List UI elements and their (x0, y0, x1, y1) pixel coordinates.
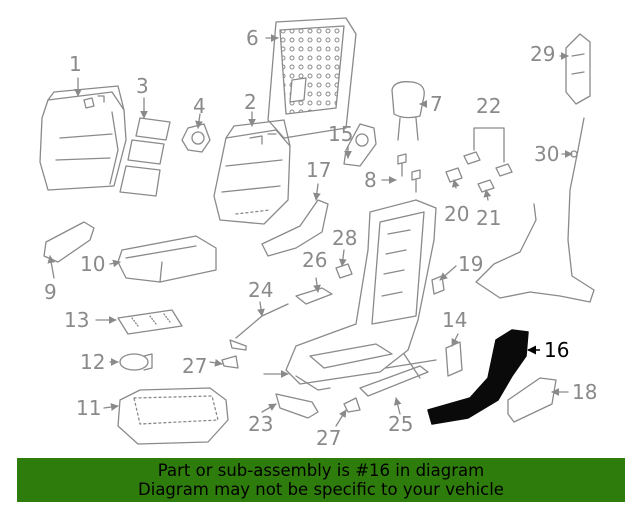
part-11-cushion-cover (117, 387, 229, 445)
callout-4: 4 (193, 94, 206, 118)
callout-1: 1 (69, 52, 82, 76)
callout-22: 22 (476, 94, 502, 118)
part-19-clip (431, 275, 445, 295)
part-25-rail (359, 365, 429, 397)
callout-27-bottom: 27 (316, 426, 342, 450)
seat-exploded-diagram (39, 17, 595, 445)
callout-20: 20 (444, 202, 470, 226)
part-26-clip (295, 287, 333, 305)
part-12-motor (119, 353, 153, 371)
part-17-shield (261, 199, 329, 257)
callout-24: 24 (248, 278, 274, 302)
part-2-seat-back-cover (213, 119, 291, 225)
part-9-trim (43, 221, 95, 263)
callout-15: 15 (328, 122, 354, 146)
part-24-cable (229, 303, 289, 351)
callout-10: 10 (80, 252, 106, 276)
part-23-bracket (275, 393, 319, 419)
part-29-bracket (565, 33, 591, 105)
part-22-clips (463, 127, 513, 177)
part-1-seat-back-cover (39, 85, 127, 191)
banner-line-1: Part or sub-assembly is #16 in diagram (157, 461, 485, 480)
callout-28: 28 (332, 226, 358, 250)
callout-18: 18 (572, 380, 598, 404)
callout-11: 11 (76, 396, 102, 420)
part-27-fastener-a (221, 355, 239, 369)
callout-6: 6 (246, 26, 259, 50)
callout-23: 23 (248, 412, 274, 436)
part-3-pads (119, 117, 171, 197)
callout-7: 7 (430, 92, 443, 116)
callout-12: 12 (80, 350, 106, 374)
callout-2a: 3 (136, 74, 149, 98)
part-21-clip (477, 179, 495, 193)
part-8-guides (397, 153, 421, 193)
callout-14: 14 (442, 308, 468, 332)
callout-19: 19 (458, 252, 484, 276)
callout-16: 16 (544, 338, 570, 362)
callout-13: 13 (64, 308, 90, 332)
callout-30: 30 (534, 142, 560, 166)
callout-21: 21 (476, 206, 502, 230)
info-banner: Part or sub-assembly is #16 in diagram D… (17, 458, 625, 502)
part-13-mat (117, 309, 183, 335)
callout-17: 17 (306, 158, 332, 182)
part-7-headrest (391, 81, 425, 141)
part-4-bracket (181, 123, 211, 153)
callout-8: 8 (364, 168, 377, 192)
part-28-clip (335, 263, 353, 279)
part-14-trim (445, 341, 463, 377)
callout-25: 25 (388, 412, 414, 436)
part-15-cover (343, 123, 377, 167)
leader-lines (47, 34, 573, 427)
callout-26: 26 (302, 248, 328, 272)
callout-2: 2 (244, 90, 257, 114)
part-6-back-panel (267, 17, 357, 139)
part-10-cushion (117, 235, 217, 283)
callout-27-left: 27 (182, 354, 208, 378)
part-16-highlighted-trim (427, 329, 540, 425)
part-20-clip (445, 167, 463, 183)
callout-29: 29 (530, 42, 556, 66)
part-5-seat-frame (285, 199, 437, 391)
part-18-trim (507, 377, 557, 423)
banner-line-2: Diagram may not be specific to your vehi… (138, 480, 504, 499)
part-27-fastener-b (343, 397, 361, 413)
callout-9: 9 (44, 280, 57, 304)
